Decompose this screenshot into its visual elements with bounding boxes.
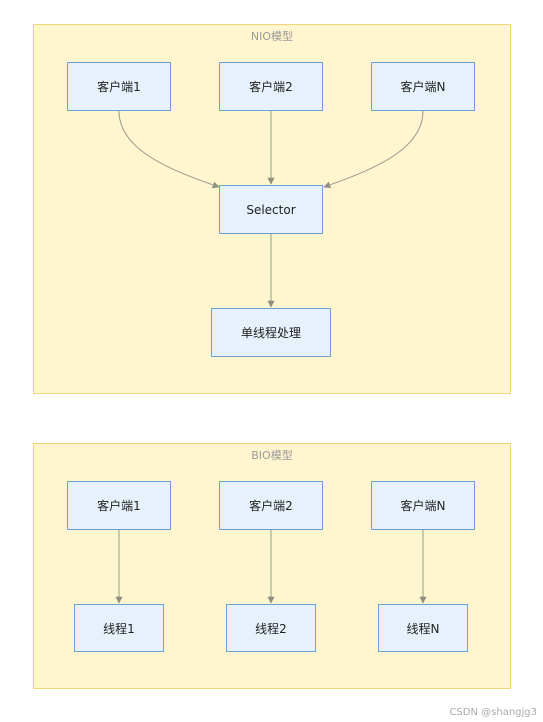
nio-client-n: 客户端N xyxy=(371,62,475,111)
single-thread-handler-node: 单线程处理 xyxy=(211,308,331,357)
bio-client-1: 客户端1 xyxy=(67,481,171,530)
bio-group: BIO模型 xyxy=(33,443,511,689)
thread-1-node: 线程1 xyxy=(74,604,164,652)
bio-client-2: 客户端2 xyxy=(219,481,323,530)
nio-group-title: NIO模型 xyxy=(250,30,294,43)
watermark: CSDN @shangjg3 xyxy=(449,707,537,718)
bio-client-n: 客户端N xyxy=(371,481,475,530)
nio-client-2: 客户端2 xyxy=(219,62,323,111)
bio-group-title: BIO模型 xyxy=(251,449,293,462)
selector-node: Selector xyxy=(219,185,323,234)
nio-client-1: 客户端1 xyxy=(67,62,171,111)
thread-n-node: 线程N xyxy=(378,604,468,652)
thread-2-node: 线程2 xyxy=(226,604,316,652)
